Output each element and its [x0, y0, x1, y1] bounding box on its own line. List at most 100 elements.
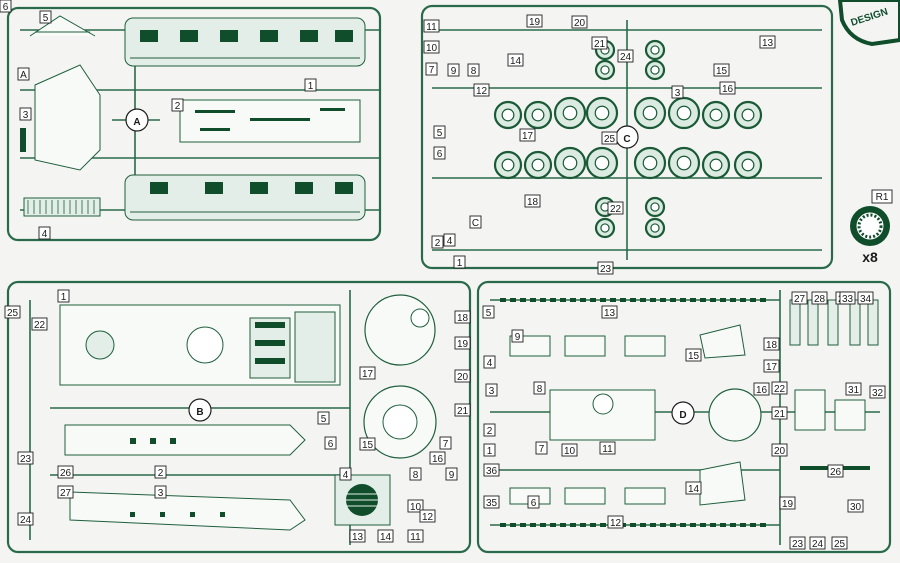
part-number: 16 — [756, 385, 768, 396]
part-number: 4 — [447, 236, 453, 247]
part-tag: 21 — [771, 406, 788, 420]
part-tag: 14 — [507, 53, 524, 67]
part-tag: 22 — [771, 381, 788, 395]
part-number: 7 — [539, 444, 545, 455]
sprue-a-letter: A — [133, 117, 140, 128]
part-number: 14 — [510, 56, 522, 67]
part-number: 21 — [457, 406, 469, 417]
fender-part-6 — [29, 15, 96, 37]
engine-fan-grate — [334, 474, 391, 526]
wheel-hub — [600, 223, 610, 233]
sprue-d-letter-badge — [671, 401, 695, 425]
part-tag: 1 — [453, 255, 466, 269]
track-links-strip — [500, 298, 770, 527]
turret-ring — [363, 294, 437, 459]
part-tag: 4 — [443, 233, 456, 247]
part-number: 5 — [437, 128, 443, 139]
part-number: 21 — [594, 39, 606, 50]
part-tag: 17 — [359, 366, 376, 380]
road-wheels — [493, 39, 763, 239]
part-tag: 30 — [847, 499, 864, 513]
part-number: 23 — [20, 454, 32, 465]
part-tag: 5 — [39, 10, 52, 24]
part-tag: 5 — [433, 125, 446, 139]
part-tag: 9 — [447, 63, 460, 77]
part-tag: 23 — [17, 451, 34, 465]
part-number: 33 — [842, 294, 854, 305]
wheel-hub — [531, 108, 545, 122]
part-number: 32 — [872, 388, 884, 399]
part-number: 6 — [531, 498, 537, 509]
part-tag: 22 — [31, 317, 48, 331]
part-number: 23 — [600, 264, 612, 275]
part-tag: 12 — [419, 509, 436, 523]
part-tag: 18 — [524, 194, 541, 208]
part-tag: C — [469, 215, 482, 229]
wheel-hub — [531, 158, 545, 172]
part-tag: 16 — [429, 451, 446, 465]
part-number: 12 — [610, 518, 622, 529]
part-number: 3 — [158, 488, 164, 499]
part-tag: 17 — [763, 359, 780, 373]
part-number: 30 — [850, 502, 862, 513]
part-number: A — [20, 70, 27, 81]
brand-text: DESIGN — [850, 7, 890, 29]
part-tag: 28 — [811, 291, 828, 305]
part-number: 35 — [486, 498, 498, 509]
part-number: 3 — [675, 88, 681, 99]
part-number: 18 — [527, 197, 539, 208]
part-number: 24 — [812, 539, 824, 550]
part-tag: 20 — [571, 15, 588, 29]
part-tag: 27 — [57, 485, 74, 499]
part-number: 4 — [343, 470, 349, 481]
wheel-hub — [650, 223, 660, 233]
part-number: 18 — [457, 313, 469, 324]
part-tag: 10 — [423, 40, 440, 54]
part-tag: 16 — [753, 382, 770, 396]
wheel-hub — [650, 65, 660, 75]
part-tag: 24 — [809, 536, 826, 550]
wheel-hub — [501, 158, 515, 172]
part-number: 22 — [34, 320, 46, 331]
wheel-hub — [562, 155, 578, 171]
wheel-hub — [676, 105, 692, 121]
part-tag: 3 — [671, 85, 684, 99]
part-number: 5 — [321, 414, 327, 425]
part-tag: 6 — [0, 0, 12, 13]
part-number: 13 — [762, 38, 774, 49]
sprue-d-letter: D — [679, 410, 686, 421]
part-number: 11 — [426, 22, 437, 33]
part-number: 6 — [3, 2, 9, 13]
part-tag: A — [17, 67, 30, 81]
part-tag: 4 — [339, 467, 352, 481]
hull-floor — [59, 304, 341, 386]
part-tag: 6 — [527, 495, 540, 509]
part-tag: 20 — [771, 443, 788, 457]
wheel-hub — [642, 105, 658, 121]
sprue-c-frame — [420, 4, 834, 270]
part-number: 15 — [362, 440, 374, 451]
part-tag: 32 — [869, 385, 886, 399]
side-armor-upper — [64, 424, 306, 456]
small-parts-column — [789, 299, 879, 470]
part-number: 24 — [620, 52, 632, 63]
part-tag: 9 — [511, 329, 524, 343]
part-tag: 36 — [483, 463, 500, 477]
part-number: 27 — [794, 294, 806, 305]
part-number: 26 — [830, 467, 842, 478]
part-number: 26 — [60, 468, 72, 479]
part-tag: 2 — [431, 235, 444, 249]
part-tag: 13 — [759, 35, 776, 49]
part-number: 8 — [537, 384, 543, 395]
part-number: 25 — [604, 134, 616, 145]
part-number: 2 — [175, 101, 181, 112]
hatch-panels — [509, 324, 762, 506]
wheel-hub — [594, 105, 610, 121]
part-number: 17 — [522, 131, 534, 142]
part-number: 4 — [487, 358, 493, 369]
part-tag: 11 — [599, 441, 616, 455]
part-tag: 23 — [789, 536, 806, 550]
